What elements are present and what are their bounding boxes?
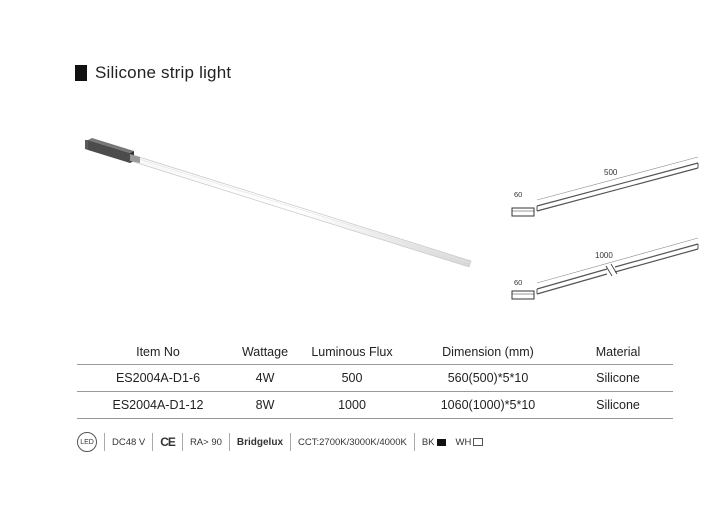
header-material: Material (563, 339, 673, 365)
cell-wattage: 4W (239, 364, 291, 392)
white-swatch-icon (473, 438, 484, 446)
color-label: BK (421, 436, 435, 448)
cell-item-no: ES2004A-D1-6 (77, 364, 239, 392)
header-item-no: Item No (77, 339, 239, 365)
cell-wattage: 8W (239, 391, 291, 419)
color-option-black: BK (422, 437, 446, 448)
brand-badge: Bridgelux (236, 436, 284, 448)
spec-table: Item No Wattage Luminous Flux Dimension … (77, 339, 673, 419)
ra-badge: RA> 90 (189, 436, 222, 448)
dim-length-label: 1000 (595, 251, 613, 260)
spec-badges: LED DC48 V CE RA> 90 Bridgelux CCT:2700K… (77, 431, 500, 453)
divider (152, 433, 154, 451)
cell-luminous-flux: 1000 (291, 391, 413, 419)
header-luminous-flux: Luminous Flux (291, 339, 413, 365)
divider (290, 433, 292, 451)
dimension-drawing-500: 500 60 (511, 156, 699, 217)
cell-material: Silicone (563, 364, 673, 392)
dim-length-label: 500 (604, 168, 618, 177)
black-swatch-icon (436, 438, 446, 446)
voltage-badge: DC48 V (112, 436, 146, 448)
color-options: BK WH (415, 431, 501, 453)
divider (413, 433, 415, 451)
table-header-row: Item No Wattage Luminous Flux Dimension … (77, 339, 673, 365)
color-label: WH (455, 436, 472, 448)
cell-dimension: 1060(1000)*5*10 (413, 391, 563, 419)
divider (104, 433, 105, 451)
strip-light-illustration (85, 138, 472, 268)
table-row: ES2004A-D1-12 8W 1000 1060(1000)*5*10 Si… (77, 391, 673, 419)
table-row: ES2004A-D1-6 4W 500 560(500)*5*10 Silico… (77, 364, 673, 392)
page-title-row: Silicone strip light (75, 63, 231, 83)
title-marker (75, 65, 87, 81)
dim-connector-label: 60 (514, 278, 522, 287)
color-option-white: WH (456, 437, 484, 448)
cell-material: Silicone (563, 391, 673, 419)
dim-connector-label: 60 (514, 190, 522, 199)
cell-dimension: 560(500)*5*10 (413, 364, 563, 392)
cct-badge: CCT:2700K/3000K/4000K (298, 436, 407, 448)
cell-item-no: ES2004A-D1-12 (77, 391, 239, 419)
divider (181, 433, 183, 451)
page-title: Silicone strip light (95, 63, 232, 82)
header-wattage: Wattage (239, 339, 291, 365)
led-badge: LED (77, 431, 104, 453)
divider (228, 433, 230, 451)
led-icon: LED (77, 432, 97, 452)
cell-luminous-flux: 500 (291, 364, 413, 392)
ce-mark-icon: CE (160, 435, 176, 449)
header-dimension: Dimension (mm) (413, 339, 563, 365)
dimension-drawing-1000: 1000 60 (511, 237, 699, 300)
